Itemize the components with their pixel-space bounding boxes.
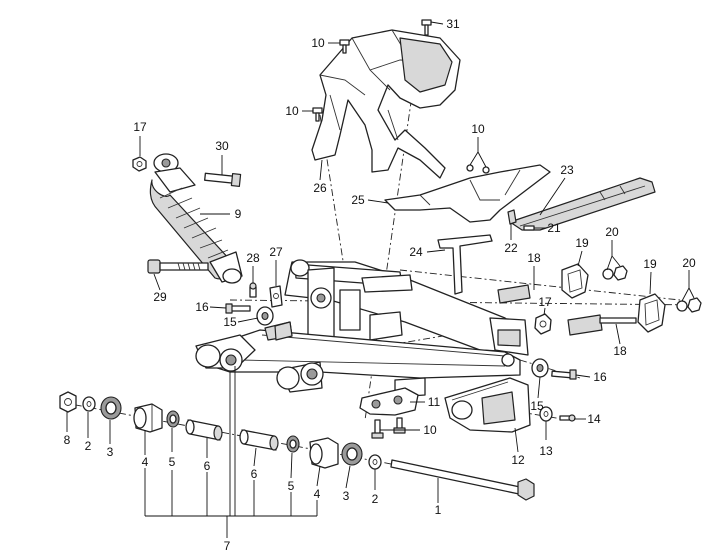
washer-2-right <box>368 454 382 470</box>
callout-17: 17 <box>133 120 147 134</box>
callout-27: 27 <box>269 245 283 259</box>
ring-5-left <box>166 410 180 428</box>
bolt-29 <box>147 259 209 274</box>
chain-slider-12 <box>444 377 531 433</box>
chain-guard <box>509 177 656 231</box>
callout-11: 11 <box>428 395 441 409</box>
seal-3-left <box>100 396 122 420</box>
chain-guard-bracket <box>384 164 551 223</box>
bracket-24 <box>437 234 493 295</box>
bolt-10-top <box>339 39 350 54</box>
lower-bracket-11 <box>359 387 419 416</box>
callout-5: 5 <box>288 479 295 493</box>
screw-28 <box>249 282 257 298</box>
callout-30: 30 <box>215 139 229 153</box>
bolts-10-lower <box>371 417 406 439</box>
callout-8: 8 <box>64 433 71 447</box>
sleeve-6-right <box>239 429 279 451</box>
nuts-20-lower <box>676 297 702 313</box>
callout-4: 4 <box>314 487 321 501</box>
callouts: 1 2 2 3 3 4 4 5 5 6 6 7 8 9 10 10 10 10 … <box>64 17 696 553</box>
callout-14: 14 <box>587 412 601 426</box>
callout-16: 16 <box>593 370 607 384</box>
callout-20: 20 <box>605 225 619 239</box>
callout-7: 7 <box>224 539 231 553</box>
shock-absorber <box>149 153 243 284</box>
callout-31: 31 <box>446 17 460 31</box>
nut-17-left <box>132 156 147 172</box>
callout-19: 19 <box>575 236 589 250</box>
callout-15: 15 <box>530 399 544 413</box>
washer-2-left <box>82 396 96 412</box>
callout-18: 18 <box>527 251 541 265</box>
callout-17: 17 <box>538 295 552 309</box>
callout-22: 22 <box>504 241 518 255</box>
callout-28: 28 <box>246 251 260 265</box>
callout-19: 19 <box>643 257 657 271</box>
bolt-16-right <box>551 369 577 380</box>
bolt-10-mid <box>312 107 323 122</box>
callout-4: 4 <box>142 455 149 469</box>
callout-25: 25 <box>351 193 365 207</box>
bolt-16-left <box>225 303 251 314</box>
callout-10: 10 <box>311 36 325 50</box>
bushing-4-right <box>309 437 339 469</box>
cap-19-upper <box>561 263 589 299</box>
callout-6: 6 <box>204 459 211 473</box>
callout-6: 6 <box>251 467 258 481</box>
callout-2: 2 <box>85 439 92 453</box>
bushing-4-left <box>133 403 163 433</box>
callout-16: 16 <box>195 300 209 314</box>
bracket-27 <box>269 285 283 308</box>
adjuster-18-lower <box>567 314 637 336</box>
shock-bolt-30 <box>204 172 242 187</box>
callout-10: 10 <box>285 104 299 118</box>
callout-21: 21 <box>547 221 561 235</box>
callout-24: 24 <box>409 245 423 259</box>
swing-arm <box>195 259 529 398</box>
ring-5-right <box>286 435 300 453</box>
pivot-axle-1 <box>390 459 535 501</box>
adjuster-18-upper <box>497 284 531 304</box>
screw-21 <box>523 225 535 231</box>
callout-2: 2 <box>372 492 379 506</box>
nuts-20-upper <box>602 265 628 281</box>
callout-13: 13 <box>539 444 553 458</box>
callout-5: 5 <box>169 455 176 469</box>
rear-fender <box>311 29 461 179</box>
nut-17-right <box>534 313 552 335</box>
callout-20: 20 <box>682 256 696 270</box>
nut-8 <box>59 391 77 413</box>
callout-9: 9 <box>235 207 242 221</box>
screw-31 <box>421 19 432 36</box>
callout-18: 18 <box>613 344 627 358</box>
callout-26: 26 <box>313 181 327 195</box>
callout-12: 12 <box>511 453 525 467</box>
callout-3: 3 <box>343 489 350 503</box>
collar-15-right <box>501 353 549 378</box>
sleeve-6-left <box>185 419 223 441</box>
callout-3: 3 <box>107 445 114 459</box>
seal-3-right <box>341 442 363 466</box>
bolts-10-right <box>466 164 490 174</box>
callout-10: 10 <box>423 423 437 437</box>
callout-1: 1 <box>435 503 442 517</box>
callout-23: 23 <box>560 163 574 177</box>
callout-15: 15 <box>223 315 237 329</box>
callout-29: 29 <box>153 290 167 304</box>
leader-lines <box>66 21 695 538</box>
screw-14 <box>559 414 576 422</box>
callout-10: 10 <box>471 122 485 136</box>
cap-19-lower <box>637 293 666 333</box>
collar-small <box>274 321 293 341</box>
screw-22 <box>507 209 517 225</box>
collar-15-left <box>256 306 274 326</box>
